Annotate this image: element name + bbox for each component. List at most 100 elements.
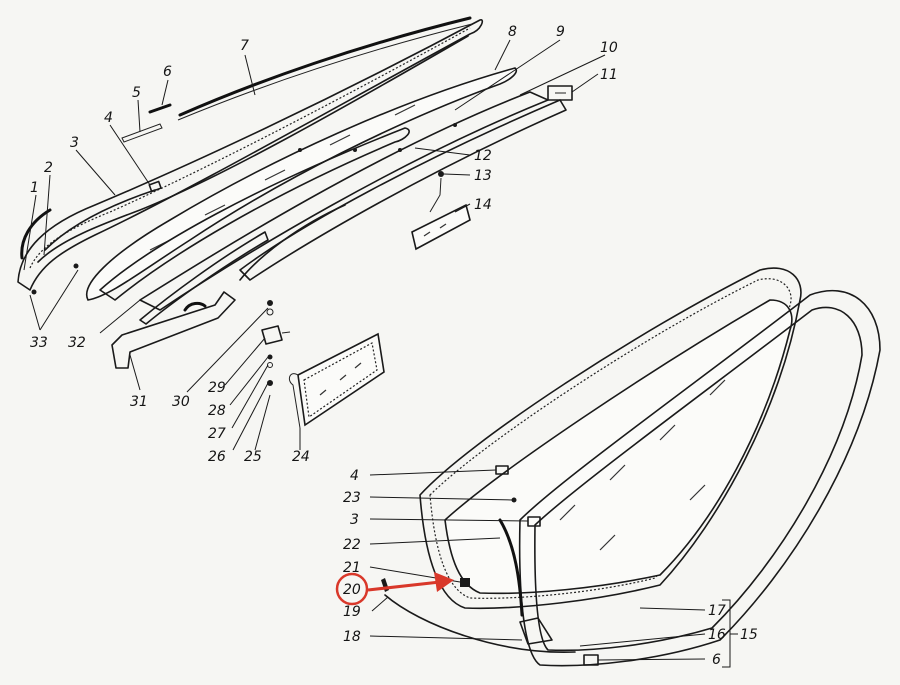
- clip-5: [121, 123, 163, 143]
- clip-3-rear: [527, 516, 541, 527]
- trim-strip-7-edge: [177, 23, 473, 121]
- visor-stem: [429, 177, 442, 213]
- windshield-glass: [85, 67, 518, 301]
- windshield-seal-outer: [17, 19, 484, 291]
- label-9: 9: [556, 24, 565, 40]
- washer-27: [267, 362, 273, 368]
- part-number-labels: 1 2 3 4 5 6 7 8 9 10 11 12 13 14 33 32 3…: [30, 24, 758, 668]
- label-3: 3: [70, 135, 79, 151]
- label-11: 11: [600, 67, 618, 83]
- windshield-seal-inner-edge: [37, 35, 469, 263]
- frame-rail-10: [239, 99, 567, 281]
- glass-hatch: [264, 169, 286, 181]
- inner-panel-12: [99, 127, 410, 301]
- molding-22: [498, 518, 524, 617]
- fastener-33: [31, 289, 37, 295]
- fastener-stack: [261, 300, 291, 386]
- rear-glass-hatch: [689, 484, 706, 501]
- label-12: 12: [474, 148, 492, 164]
- label-rear-15: 15: [740, 627, 758, 643]
- rear-glass-hatch: [659, 424, 676, 441]
- label-4: 4: [104, 110, 113, 126]
- label-13: 13: [474, 168, 492, 184]
- label-rear-21: 21: [343, 560, 361, 576]
- glass-hatch: [394, 104, 416, 116]
- front-windshield-exploded-view: [17, 16, 573, 325]
- label-rear-22: 22: [343, 537, 361, 553]
- label-rear-17: 17: [708, 603, 726, 619]
- visor-hatch: [439, 223, 447, 229]
- label-rear-16: 16: [708, 627, 726, 643]
- label-27: 27: [208, 426, 226, 442]
- clip-4: [148, 180, 162, 193]
- label-rear-20: 20: [343, 582, 361, 598]
- corner-piece-18: [519, 617, 553, 645]
- vent-window-pivot: [288, 373, 301, 429]
- rear-frame-15: [518, 289, 881, 667]
- sun-visor-assembly: [411, 171, 471, 251]
- pillar-strip-1: [20, 208, 52, 260]
- vent-hatch: [354, 362, 362, 369]
- hinge-bracket-31: [111, 291, 236, 369]
- bracket-11: [547, 85, 573, 101]
- leader-lines: [23, 39, 738, 668]
- label-rear-19: 19: [343, 604, 361, 620]
- nut-30: [267, 300, 273, 306]
- glass-hatch: [204, 204, 226, 216]
- label-31: 31: [130, 394, 148, 410]
- rear-seal-outer-17: [419, 267, 802, 610]
- label-28: 28: [208, 403, 226, 419]
- label-5: 5: [132, 85, 141, 101]
- hinge-pin: [281, 331, 291, 334]
- glass-hatch: [329, 134, 351, 146]
- clip-21: [460, 578, 470, 587]
- hinge-29: [261, 325, 283, 345]
- pillar-strip-3: [44, 189, 156, 251]
- rivet: [353, 148, 357, 152]
- rivet: [298, 148, 302, 152]
- rear-window-exploded-view: [381, 267, 881, 667]
- visor-mount-13: [438, 171, 444, 177]
- washer-28: [267, 354, 273, 360]
- highlight-circle: [335, 572, 369, 606]
- vent-hatch: [319, 389, 327, 396]
- vent-hatch: [339, 374, 347, 381]
- fastener-33: [73, 263, 79, 269]
- label-6: 6: [163, 64, 172, 80]
- lower-strip-curve: [239, 204, 346, 281]
- visor-hatch: [423, 231, 431, 237]
- rear-frame-inner: [534, 306, 863, 652]
- lower-strip-32: [139, 231, 269, 325]
- label-2: 2: [44, 160, 53, 176]
- label-29: 29: [208, 380, 226, 396]
- end-cap-6: [583, 654, 599, 666]
- label-rear-3: 3: [350, 512, 359, 528]
- label-rear-18: 18: [343, 629, 361, 645]
- rear-glass-hatch: [609, 464, 626, 481]
- rear-glass-hatch: [599, 534, 616, 551]
- label-30: 30: [172, 394, 190, 410]
- clip-6: [148, 103, 172, 114]
- label-rear-6: 6: [712, 652, 721, 668]
- vent-window-24: [288, 332, 385, 429]
- label-25: 25: [244, 449, 262, 465]
- rear-glass-hatch: [709, 379, 726, 396]
- nut-26: [267, 380, 273, 386]
- strip-19: [384, 594, 576, 653]
- highlight-callout: [335, 572, 454, 606]
- label-10: 10: [600, 40, 618, 56]
- highlight-arrow-shaft: [367, 580, 441, 592]
- vent-window-seal: [303, 342, 378, 419]
- windshield-seal-dashes: [29, 27, 471, 269]
- rivet: [398, 148, 402, 152]
- label-8: 8: [508, 24, 517, 40]
- trim-strip-7: [178, 16, 472, 117]
- label-rear-4: 4: [350, 468, 359, 484]
- label-26: 26: [208, 449, 226, 465]
- label-32: 32: [68, 335, 86, 351]
- rear-glass-hatch: [559, 504, 576, 521]
- label-14: 14: [474, 197, 492, 213]
- label-7: 7: [240, 38, 249, 54]
